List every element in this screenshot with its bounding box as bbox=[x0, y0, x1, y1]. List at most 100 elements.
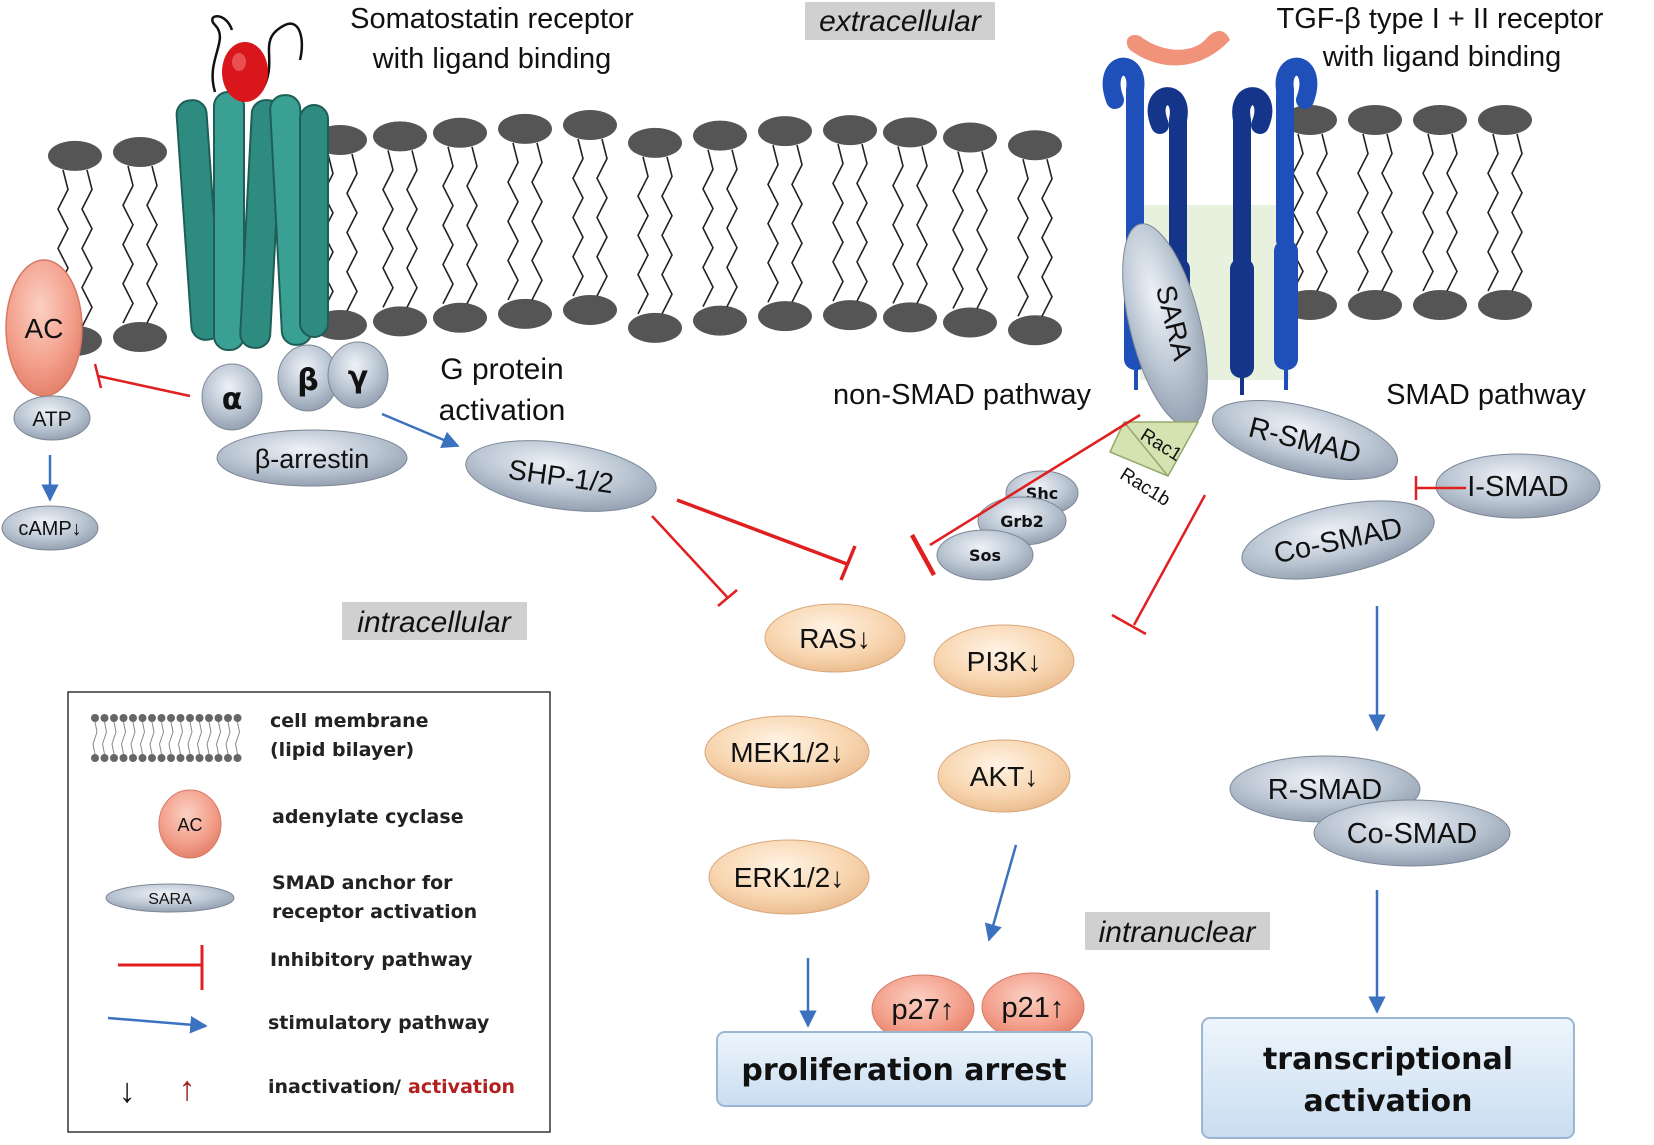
shp-node bbox=[465, 440, 657, 512]
legend-lipid-tail bbox=[206, 721, 212, 755]
intracellular-label: intracellular bbox=[357, 606, 511, 639]
legend-sara-line1: SMAD anchor for bbox=[272, 872, 453, 894]
legend-lipid-head bbox=[148, 714, 156, 722]
legend-lipid-head bbox=[214, 714, 223, 722]
lipid-tail bbox=[442, 146, 454, 305]
legend-lipid-head bbox=[186, 754, 194, 762]
legend-lipid-head bbox=[138, 754, 147, 762]
legend-ac-symbol-label: AC bbox=[177, 815, 202, 835]
legend-lipid-head bbox=[119, 714, 128, 722]
legend-lipid-head bbox=[205, 754, 213, 762]
legend-lipid-head bbox=[167, 754, 175, 762]
tgf-label-line1: TGF-β type I + II receptor bbox=[1277, 3, 1604, 35]
lipid-head bbox=[823, 300, 877, 331]
lipid-tail bbox=[1487, 133, 1499, 292]
lipid-head bbox=[628, 127, 682, 158]
i-smad-label: I-SMAD bbox=[1467, 471, 1569, 503]
transcriptional-label-line2: activation bbox=[1303, 1084, 1472, 1119]
legend-lipid-head bbox=[157, 754, 166, 762]
lipid-head bbox=[1413, 105, 1467, 135]
legend-inhibitory-label: Inhibitory pathway bbox=[270, 949, 473, 971]
smad-pathway: R-SMAD Co-SMAD I-SMAD R-SMAD Co-SMAD tra… bbox=[1201, 400, 1601, 1139]
lipid-head bbox=[113, 322, 167, 352]
legend-up-arrow: ↑ bbox=[179, 1070, 196, 1108]
legend-stimulatory-label: stimulatory pathway bbox=[268, 1012, 490, 1034]
pi3k-node bbox=[933, 624, 1075, 698]
legend-lipid-tail bbox=[187, 721, 193, 755]
lipid-tail bbox=[1422, 133, 1434, 292]
g-alpha-subunit bbox=[201, 363, 263, 431]
lipid-tail bbox=[916, 146, 928, 304]
legend-lipid-head bbox=[195, 754, 204, 762]
non-smad-complex: SARA Rac1 Rac1b Shc Grb2 Sos bbox=[910, 223, 1208, 636]
ras-label: RAS↓ bbox=[799, 623, 871, 654]
r-smad-complex-label: R-SMAD bbox=[1268, 774, 1382, 806]
beta-arrestin-label: β-arrestin bbox=[255, 444, 370, 474]
legend-lipid-tail bbox=[168, 721, 174, 755]
somatostatin-ligand bbox=[222, 42, 268, 102]
lipid-head bbox=[883, 302, 937, 333]
lipid-head bbox=[433, 302, 487, 333]
legend-lipid-tail bbox=[139, 721, 146, 755]
proliferation-arrest-box bbox=[716, 1031, 1093, 1107]
lipid-tail bbox=[892, 146, 904, 304]
legend-lipid-head bbox=[110, 754, 118, 762]
lipid-tail bbox=[146, 165, 158, 324]
shp-inhibitions bbox=[651, 498, 857, 607]
akt-node bbox=[937, 739, 1071, 813]
smad-pathway-label: SMAD pathway bbox=[1386, 379, 1586, 411]
erk-node bbox=[708, 839, 870, 915]
grb2-label: Grb2 bbox=[1000, 512, 1044, 531]
lipid-head bbox=[433, 117, 487, 148]
legend-down-arrow: ↓ bbox=[119, 1072, 136, 1110]
lipid-tail bbox=[702, 149, 714, 308]
lipid-tail bbox=[1316, 133, 1328, 292]
legend-sara-line2: receptor activation bbox=[272, 901, 477, 923]
legend-lipid-tail bbox=[130, 721, 136, 755]
legend-lipid-head bbox=[233, 714, 242, 722]
lipid-head bbox=[1348, 105, 1402, 135]
p27-label: p27↑ bbox=[892, 994, 955, 1026]
tgf-label-line2: with ligand binding bbox=[1322, 41, 1562, 73]
legend-lipid-head bbox=[233, 754, 242, 762]
legend-lipid-tail bbox=[120, 721, 127, 755]
lipid-head bbox=[1478, 105, 1532, 135]
lipid-head bbox=[1008, 130, 1062, 161]
compartment-labels: Somatostatin receptor with ligand bindin… bbox=[342, 2, 1604, 950]
lipid-tail bbox=[1511, 133, 1523, 292]
lipid-tail bbox=[406, 150, 418, 308]
lipid-tail bbox=[1446, 133, 1458, 292]
akt-label: AKT↓ bbox=[970, 761, 1038, 792]
legend-lipid-head bbox=[129, 754, 137, 762]
lipid-head bbox=[373, 306, 427, 337]
sos-label: Sos bbox=[969, 546, 1001, 565]
legend-membrane-line2: (lipid bilayer) bbox=[270, 739, 414, 761]
legend-inactivation-label: inactivation bbox=[268, 1076, 395, 1098]
legend-lipid-head bbox=[148, 754, 156, 762]
legend-lipid-head bbox=[176, 754, 185, 762]
i-smad-node bbox=[1435, 453, 1601, 519]
lipid-tail bbox=[572, 138, 584, 297]
lipid-tail bbox=[791, 144, 803, 303]
legend-lipid-head bbox=[100, 754, 109, 762]
legend-slash: / bbox=[394, 1076, 401, 1098]
co-smad-complex-node bbox=[1313, 799, 1511, 867]
co-smad-node bbox=[1241, 500, 1435, 580]
legend: cell membrane (lipid bilayer) AC adenyla… bbox=[67, 691, 551, 1133]
legend-box bbox=[67, 691, 551, 1133]
beta-arrestin-node bbox=[216, 429, 408, 487]
legend-lipid-head bbox=[129, 714, 137, 722]
legend-lipid-head bbox=[195, 714, 204, 722]
adenylate-cyclase-label: AC bbox=[25, 313, 64, 344]
legend-membrane-symbol bbox=[91, 714, 242, 762]
somatostatin-label-line1: Somatostatin receptor bbox=[350, 3, 634, 35]
legend-lipid-head bbox=[205, 714, 213, 722]
lipid-tail bbox=[856, 143, 868, 302]
mek-label: MEK1/2↓ bbox=[730, 737, 844, 768]
legend-lipid-tail bbox=[215, 721, 222, 755]
lipid-tail bbox=[1041, 159, 1053, 317]
legend-lipid-tail bbox=[158, 721, 165, 755]
lipid-tail bbox=[661, 156, 673, 315]
legend-lipid-head bbox=[214, 754, 223, 762]
lipid-head bbox=[628, 312, 682, 343]
